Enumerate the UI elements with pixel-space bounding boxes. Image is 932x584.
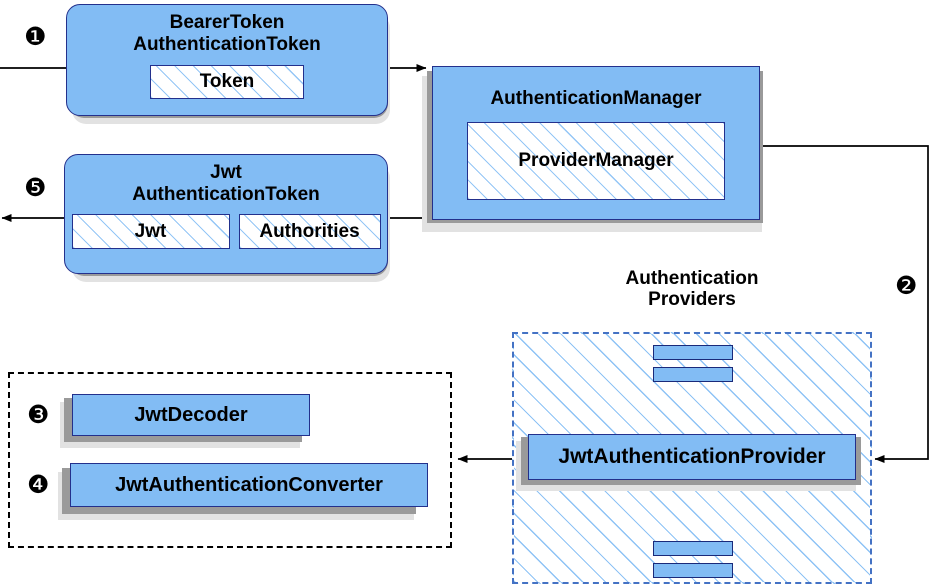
providers-title-line1: Authentication xyxy=(625,268,759,289)
token-box[interactable]: Token xyxy=(150,65,304,100)
jwt-token-title-line2: AuthenticationToken xyxy=(132,184,320,206)
bearer-token-authentication-token-box[interactable]: BearerToken AuthenticationToken Token xyxy=(66,4,388,116)
step-marker-4: ❹ xyxy=(27,470,50,499)
provider-bar-top-1 xyxy=(653,345,733,360)
step-marker-1: ❶ xyxy=(24,22,47,51)
jwt-token-title: Jwt AuthenticationToken xyxy=(132,162,320,206)
jwt-support-container xyxy=(8,372,452,548)
bearer-token-title-line1: BearerToken xyxy=(169,12,285,33)
authorities-inner-box[interactable]: Authorities xyxy=(238,214,381,250)
jwt-decoder-box[interactable]: JwtDecoder xyxy=(72,394,310,436)
jwt-token-title-line1: Jwt xyxy=(210,162,242,183)
jwt-inner-box[interactable]: Jwt xyxy=(71,214,230,250)
authentication-manager-box[interactable]: AuthenticationManager ProviderManager xyxy=(432,66,760,220)
step-marker-5: ❺ xyxy=(24,173,47,202)
provider-bar-top-2 xyxy=(653,367,733,382)
authentication-manager-title: AuthenticationManager xyxy=(490,88,702,109)
provider-bar-bottom-1 xyxy=(653,541,733,556)
step-marker-2: ❷ xyxy=(895,271,918,300)
step-marker-3: ❸ xyxy=(27,400,50,429)
jwt-token-inner-row: Jwt Authorities xyxy=(71,214,381,250)
bearer-token-title-line2: AuthenticationToken xyxy=(133,34,321,56)
provider-bar-bottom-2 xyxy=(653,563,733,578)
jwt-auth-provider-box[interactable]: JwtAuthenticationProvider xyxy=(528,434,856,480)
jwt-authentication-token-box[interactable]: Jwt AuthenticationToken Jwt Authorities xyxy=(64,154,388,274)
providers-title-line2: Providers xyxy=(648,289,736,311)
authentication-providers-title: Authentication Providers xyxy=(562,268,822,311)
jwt-authentication-converter-box[interactable]: JwtAuthenticationConverter xyxy=(70,463,428,507)
bearer-token-title: BearerToken AuthenticationToken xyxy=(133,12,321,56)
provider-manager-box[interactable]: ProviderManager xyxy=(467,122,725,200)
